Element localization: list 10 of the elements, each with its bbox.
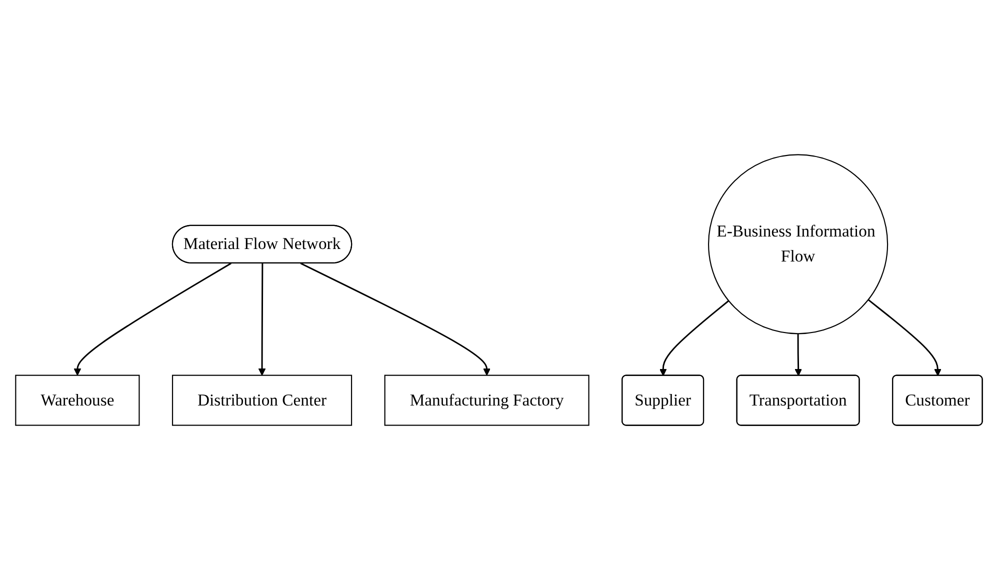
arrow <box>258 262 266 376</box>
arrow <box>73 262 231 376</box>
node-box: Manufacturing Factory <box>384 374 589 426</box>
arrow <box>867 298 941 376</box>
node-circle: E-Business Information Flow <box>708 154 888 334</box>
arrow <box>794 333 802 376</box>
arrow <box>300 262 490 376</box>
node-box: Distribution Center <box>171 374 352 426</box>
node-box: Warehouse <box>14 374 140 426</box>
arrow <box>658 300 729 376</box>
